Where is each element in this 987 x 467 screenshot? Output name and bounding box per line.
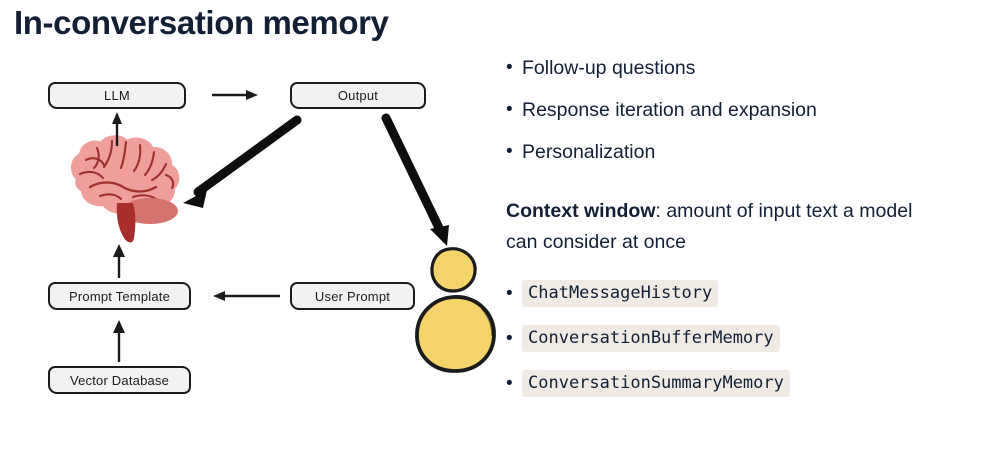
arrow-output-to-brain: [183, 115, 302, 208]
node-llm[interactable]: LLM: [48, 82, 189, 112]
context-window-term: Context window: [506, 200, 656, 222]
code-chip: ConversationBufferMemory: [522, 325, 780, 352]
arrow-llm-to-output: [212, 90, 258, 100]
context-window-description: : amount of input text a model can consi…: [506, 200, 913, 253]
arrow-prompt-template-to-brain: [113, 244, 125, 278]
diagram-canvas: LLM Output Prompt Template User Prompt V…: [0, 56, 500, 456]
code-item-conversation-buffer-memory: • ConversationBufferMemory: [506, 325, 976, 352]
bullet-label: Follow-up questions: [522, 57, 696, 79]
bullet-item-follow-up: • Follow-up questions: [506, 56, 976, 80]
right-content-column: • Follow-up questions • Response iterati…: [506, 56, 976, 415]
code-item-conversation-summary-memory: • ConversationSummaryMemory: [506, 370, 976, 397]
arrow-user-prompt-to-prompt-template: [213, 291, 280, 301]
bullet-glyph: •: [506, 282, 513, 304]
bullet-glyph: •: [506, 372, 513, 394]
memory-class-list: • ChatMessageHistory • ConversationBuffe…: [506, 280, 976, 397]
node-prompt-template[interactable]: Prompt Template: [48, 282, 194, 313]
context-window-definition: Context window: amount of input text a m…: [506, 196, 946, 258]
bullet-glyph: •: [506, 99, 513, 120]
arrow-brain-to-llm: [112, 112, 122, 146]
bullet-item-personalization: • Personalization: [506, 140, 976, 164]
bullet-glyph: •: [506, 327, 513, 349]
bullet-glyph: •: [506, 141, 513, 162]
node-vector-database[interactable]: Vector Database: [48, 366, 194, 397]
code-chip: ConversationSummaryMemory: [522, 370, 790, 397]
arrow-output-to-person: [381, 113, 449, 246]
brain-icon: [71, 135, 180, 243]
bullet-label: Response iteration and expansion: [522, 99, 817, 121]
diagram-graphics: [71, 90, 496, 373]
code-chip: ChatMessageHistory: [522, 280, 719, 307]
bullet-item-response-iteration: • Response iteration and expansion: [506, 98, 976, 122]
code-item-chat-message-history: • ChatMessageHistory: [506, 280, 976, 307]
node-output[interactable]: Output: [290, 82, 429, 112]
bullet-label: Personalization: [522, 141, 656, 163]
arrow-vector-db-to-prompt-template: [113, 320, 125, 362]
person-icon: [415, 247, 496, 373]
node-user-prompt[interactable]: User Prompt: [290, 282, 418, 313]
bullet-glyph: •: [506, 57, 513, 78]
page-title: In-conversation memory: [14, 4, 389, 41]
